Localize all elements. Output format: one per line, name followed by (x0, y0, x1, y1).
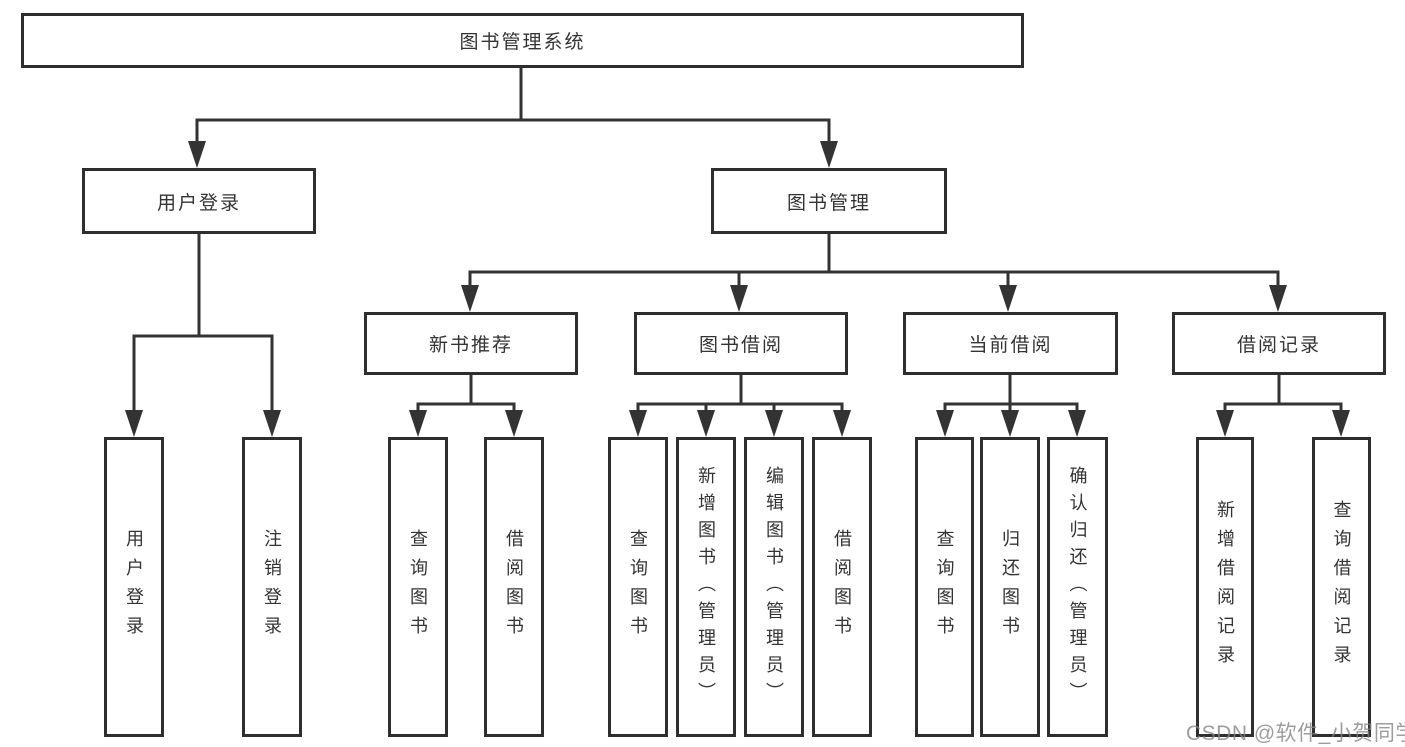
leaf-add-borrow-record: 新增借阅记录 (1196, 437, 1254, 737)
leaf-logout-label: 注销登录 (262, 529, 282, 645)
leaf-search-borrow-record: 查询借阅记录 (1312, 437, 1371, 737)
leaf-add-book-admin-label: 新增图书（管理员） (696, 465, 716, 709)
node-book-borrow-label: 图书借阅 (698, 335, 783, 356)
node-current-borrow: 当前借阅 (903, 312, 1118, 375)
node-user-login-label: 用户登录 (156, 192, 241, 214)
leaf-confirm-return-admin: 确认归还（管理员） (1047, 437, 1108, 737)
leaf-borrow-search-books: 查询图书 (608, 437, 668, 737)
leaf-return-books: 归还图书 (980, 437, 1040, 737)
node-root: 图书管理系统 (21, 13, 1024, 68)
node-book-borrow: 图书借阅 (634, 312, 848, 375)
leaf-confirm-return-admin-label: 确认归还（管理员） (1067, 465, 1088, 709)
node-new-book-recommend: 新书推荐 (364, 312, 578, 375)
leaf-recommend-borrow-books: 借阅图书 (484, 437, 544, 737)
node-borrow-records: 借阅记录 (1172, 312, 1386, 375)
node-borrow-records-label: 借阅记录 (1236, 335, 1321, 356)
csdn-watermark: CSDN @软件_小贺同学 (1186, 722, 1405, 745)
leaf-edit-book-admin: 编辑图书（管理员） (744, 437, 804, 737)
connector-book-mgmt-to-level3 (461, 234, 1287, 312)
node-current-borrow-label: 当前借阅 (968, 335, 1053, 356)
node-new-book-recommend-label: 新书推荐 (428, 335, 513, 356)
connector-current-to-leaves (936, 375, 1086, 437)
leaf-recommend-search-books-label: 查询图书 (408, 529, 428, 645)
leaf-edit-book-admin-label: 编辑图书（管理员） (764, 465, 784, 709)
node-book-management: 图书管理 (711, 168, 947, 234)
node-root-label: 图书管理系统 (459, 32, 586, 53)
leaf-recommend-search-books: 查询图书 (388, 437, 448, 737)
leaf-borrow-borrow-books-label: 借阅图书 (832, 529, 852, 645)
leaf-user-login: 用户登录 (104, 437, 164, 737)
leaf-add-borrow-record-label: 新增借阅记录 (1215, 500, 1235, 674)
leaf-return-books-label: 归还图书 (1000, 529, 1020, 645)
leaf-current-search-books-label: 查询图书 (934, 529, 955, 645)
connector-recommend-to-leaves (409, 375, 523, 437)
leaf-borrow-search-books-label: 查询图书 (628, 529, 648, 645)
leaf-logout: 注销登录 (242, 437, 302, 737)
leaf-search-borrow-record-label: 查询借阅记录 (1331, 500, 1352, 674)
connector-records-to-leaves (1216, 375, 1350, 437)
leaf-recommend-borrow-books-label: 借阅图书 (504, 529, 524, 645)
connector-root-to-level2 (188, 67, 838, 168)
leaf-current-search-books: 查询图书 (915, 437, 974, 737)
node-book-management-label: 图书管理 (786, 192, 871, 214)
leaf-user-login-label: 用户登录 (124, 529, 144, 645)
leaf-add-book-admin: 新增图书（管理员） (676, 437, 736, 737)
connector-borrow-to-leaves (629, 375, 851, 437)
connector-user-login-to-leaves (125, 234, 281, 437)
node-user-login: 用户登录 (82, 168, 316, 234)
leaf-borrow-borrow-books: 借阅图书 (812, 437, 872, 737)
